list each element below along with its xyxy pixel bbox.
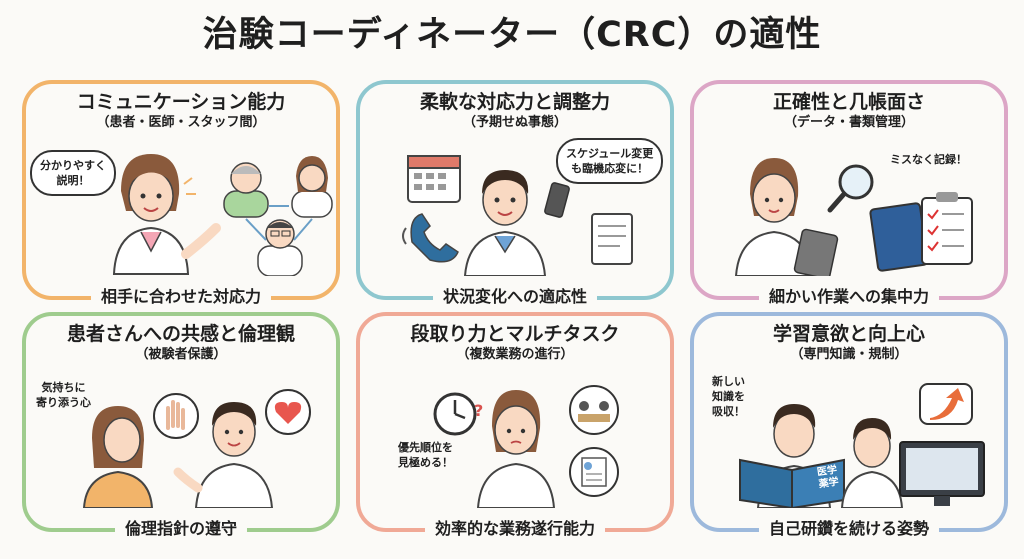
card-learning: 学習意欲と向上心 （専門知識・規制） 新しい 知識を 吸収！ 医学 薬学 自己研… xyxy=(690,312,1008,541)
card-summary: 効率的な業務遂行能力 xyxy=(424,517,606,541)
multitasking-illustration: ? xyxy=(433,385,619,508)
phone-icon xyxy=(402,213,459,263)
question-icon: ? xyxy=(474,401,483,420)
card-title: 学習意欲と向上心 xyxy=(772,323,925,345)
book-label: 医学 薬学 xyxy=(816,464,840,491)
card-title: 柔軟な対応力と調整力 xyxy=(419,91,610,113)
patient-icon xyxy=(82,406,154,508)
annotation-text: 気持ちに 寄り添う心 xyxy=(36,381,91,409)
speech-bubble: 分かりやすく 説明！ xyxy=(30,150,116,196)
flexibility-illustration xyxy=(402,155,633,276)
monitor-icon xyxy=(899,441,985,506)
hand-bubble-icon xyxy=(153,393,199,439)
page-title: 治験コーディネーター（CRC）の適性 xyxy=(202,15,822,55)
card-multitasking: 段取り力とマルチタスク （複数業務の進行） ? 優先順位を 見極める！ 効率的 xyxy=(356,312,674,541)
annotation-text: ミスなく記録！ xyxy=(890,153,967,166)
card-title: 正確性と几帳面さ xyxy=(772,91,925,113)
coordinator-icon xyxy=(734,158,814,276)
card-title: コミュニケーション能力 xyxy=(76,91,286,113)
calendar-icon xyxy=(407,155,461,203)
card-summary: 細かい作業への集中力 xyxy=(758,285,940,309)
up-arrow-icon xyxy=(919,383,973,425)
book-icon xyxy=(739,458,845,508)
magnifier-icon xyxy=(827,164,874,213)
empathy-illustration xyxy=(82,389,311,508)
card-subtitle: （被験者保護） xyxy=(135,347,227,362)
coordinator-icon xyxy=(173,402,274,508)
accuracy-illustration xyxy=(734,158,973,276)
communication-illustration xyxy=(112,154,333,276)
female-doctor-icon xyxy=(291,156,333,218)
learning-illustration xyxy=(739,383,985,508)
student-icon xyxy=(840,418,904,508)
male-doctor-icon xyxy=(257,219,303,276)
card-subtitle: （患者・医師・スタッフ間） xyxy=(96,115,266,130)
elderly-patient-icon xyxy=(223,162,269,218)
report-icon xyxy=(569,447,619,497)
card-subtitle: （専門知識・規制） xyxy=(790,347,908,362)
annotation-text: 新しい 知識を 吸収！ xyxy=(712,375,745,418)
card-empathy: 患者さんへの共感と倫理観 （被験者保護） 気持ちに 寄り添う心 倫理指針の遵守 xyxy=(22,312,340,541)
heart-bubble-icon xyxy=(265,389,311,435)
binder-icon xyxy=(869,202,929,272)
card-title: 段取り力とマルチタスク xyxy=(410,323,620,345)
smartphone-icon xyxy=(544,182,570,218)
coordinator-icon xyxy=(476,390,556,508)
annotation-text: 優先順位を 見極める！ xyxy=(398,441,453,469)
card-accuracy: 正確性と几帳面さ （データ・書類管理） ミスなく記録！ 細かい作業への集中力 xyxy=(690,80,1008,309)
card-title: 患者さんへの共感と倫理観 xyxy=(66,323,295,345)
meeting-icon xyxy=(569,385,619,435)
card-summary: 倫理指針の遵守 xyxy=(114,517,248,541)
card-summary: 状況変化への適応性 xyxy=(432,285,598,309)
nurse-icon xyxy=(112,154,221,275)
document-icon xyxy=(591,213,633,265)
card-summary: 相手に合わせた対応力 xyxy=(90,285,272,309)
card-subtitle: （データ・書類管理） xyxy=(783,115,914,130)
card-flexibility: 柔軟な対応力と調整力 （予期せぬ事態） スケジュール変更 も臨機応変に！ 状況変 xyxy=(356,80,674,309)
tablet-icon xyxy=(793,228,839,276)
card-subtitle: （予期せぬ事態） xyxy=(462,115,567,130)
speech-bubble: スケジュール変更 も臨機応変に！ xyxy=(556,138,664,184)
checklist-icon xyxy=(921,192,973,265)
clock-icon xyxy=(433,392,477,436)
card-summary: 自己研鑽を続ける姿勢 xyxy=(758,517,940,541)
card-communication: コミュニケーション能力 （患者・医師・スタッフ間） xyxy=(22,80,340,309)
card-subtitle: （複数業務の進行） xyxy=(456,347,574,362)
coordinator-icon xyxy=(463,170,547,276)
